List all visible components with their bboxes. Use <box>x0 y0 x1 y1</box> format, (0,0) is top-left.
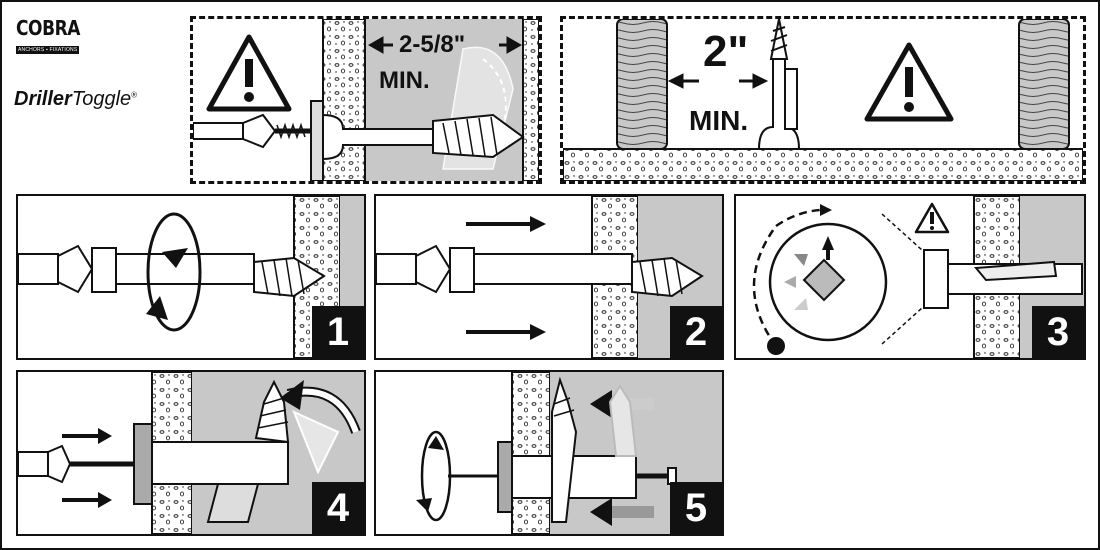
toggle-upright <box>757 19 801 150</box>
anchor-flange <box>310 100 324 181</box>
toggle-anchor-final <box>448 376 677 523</box>
step-1-panel: 1 <box>16 194 366 360</box>
warning-triangle-icon <box>206 34 292 112</box>
screw-head-detail <box>768 222 888 342</box>
step-number: 1 <box>312 306 364 358</box>
step-number: 5 <box>670 482 722 534</box>
registered-mark: ® <box>131 90 138 100</box>
step-4-drawing <box>18 372 364 534</box>
brand-tagline: ANCHORS ▪ FIXATIONS <box>16 46 80 54</box>
depth-min-label: MIN. <box>379 67 430 94</box>
toggle-anchor <box>91 247 326 298</box>
warning-panel-cavity-depth: 2-5/8" MIN. <box>190 16 542 184</box>
push-arrow-icon <box>466 216 546 340</box>
screwdriver-icon <box>376 244 452 294</box>
warning-triangle-icon <box>914 202 950 234</box>
depth-dimension-label: 2-5/8" <box>399 31 466 58</box>
back-wall <box>522 19 539 181</box>
step-3-drawing <box>752 196 1084 358</box>
step-5-panel: 5 <box>374 370 724 536</box>
screwdriver-icon <box>193 113 311 149</box>
push-arrow-icon <box>590 390 654 526</box>
stud-clearance-drawing <box>563 19 1083 181</box>
toggle-anchor <box>449 247 704 298</box>
step-2-panel: 2 <box>374 194 724 360</box>
wood-stud-left <box>616 19 668 150</box>
rotation-arrow-icon <box>416 430 452 522</box>
clearance-dimension-arrow <box>667 73 769 89</box>
depth-dimension-arrow <box>367 36 523 54</box>
rotation-arrow-icon <box>752 204 832 355</box>
step-number: 2 <box>670 306 722 358</box>
push-arrow-icon <box>62 428 112 508</box>
step-4-panel: 4 <box>16 370 366 536</box>
drywall <box>511 372 551 534</box>
cavity-depth-drawing <box>193 19 539 181</box>
step-number: 3 <box>1032 306 1084 358</box>
warning-panel-stud-clearance: 2" MIN. <box>560 16 1086 184</box>
screwdriver-icon <box>18 244 94 294</box>
product-name-part2: Toggle <box>71 88 132 110</box>
wood-stud-right <box>1018 19 1070 150</box>
rotation-arrow-icon <box>280 380 361 434</box>
brand-logo: COBRA ANCHORS ▪ FIXATIONS <box>16 18 86 56</box>
rotation-arrow-icon <box>146 212 202 332</box>
clearance-dimension-label: 2" <box>703 27 749 76</box>
drywall-horizontal <box>563 148 1083 181</box>
clearance-min-label: MIN. <box>689 105 749 136</box>
warning-triangle-icon <box>864 42 954 122</box>
brand-name: COBRA <box>16 16 81 40</box>
screw-with-toggle <box>18 379 340 523</box>
product-name: DrillerToggle® <box>14 88 137 111</box>
step-3-panel: 3 <box>734 194 1086 360</box>
product-name-part1: Driller <box>14 88 72 110</box>
step-number: 4 <box>312 482 364 534</box>
toggle-anchor <box>923 249 1083 309</box>
